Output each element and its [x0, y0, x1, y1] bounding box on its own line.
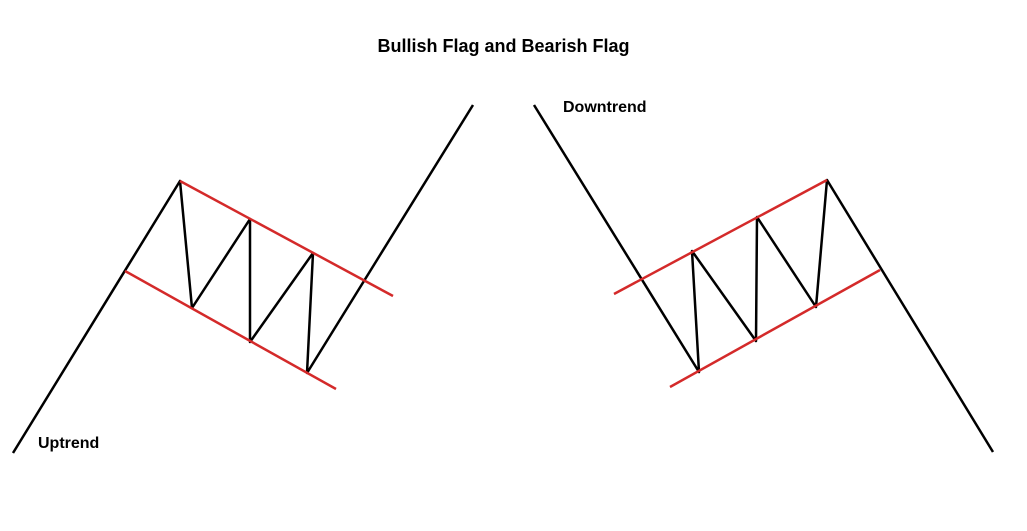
bullish-flag-upper-channel — [179, 179, 394, 298]
bearish-flag-lower-channel — [669, 268, 881, 389]
bearish-flag-upper-channel — [613, 178, 828, 296]
downtrend-label: Downtrend — [563, 99, 647, 116]
uptrend-label: Uptrend — [38, 435, 100, 452]
bullish-flag-lower-channel — [124, 269, 337, 391]
bearish-flag-price-line — [532, 104, 995, 453]
bullish-flag-price-line — [11, 104, 475, 454]
diagram-title: Bullish Flag and Bearish Flag — [377, 36, 630, 56]
